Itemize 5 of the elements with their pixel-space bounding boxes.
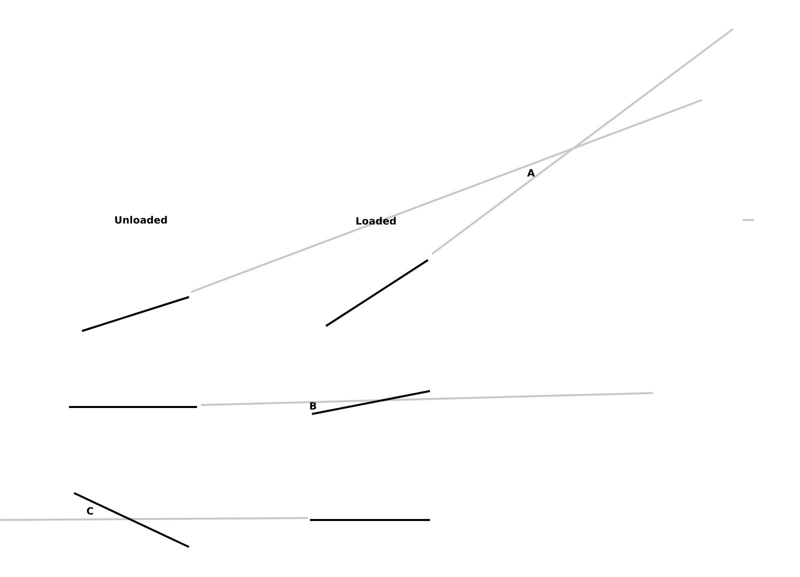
state-label: Loaded: [355, 216, 397, 228]
point-label: C: [86, 506, 94, 518]
point-label: B: [309, 402, 317, 412]
point-label: A: [527, 168, 535, 180]
state-label: Unloaded: [114, 216, 168, 226]
